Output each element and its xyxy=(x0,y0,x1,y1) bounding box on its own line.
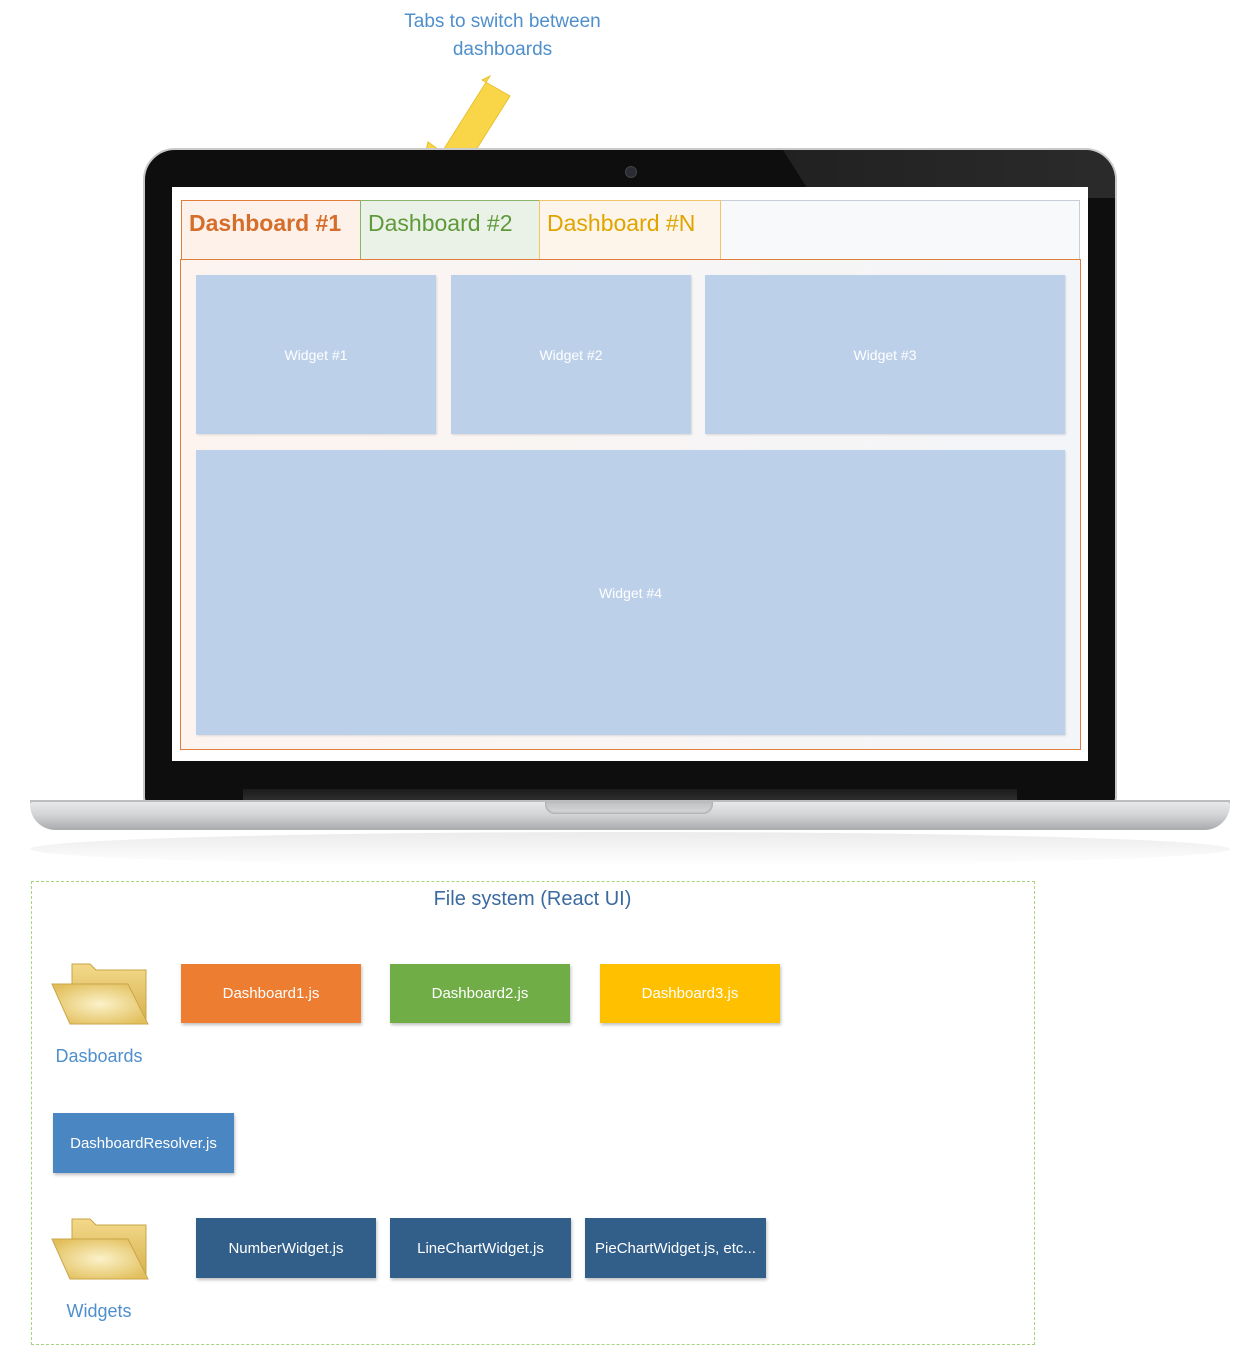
widget-label: Widget #3 xyxy=(853,346,917,363)
folder-icon xyxy=(51,1218,149,1280)
file-system-title: File system (React UI) xyxy=(433,888,632,910)
widget-2[interactable]: Widget #2 xyxy=(451,275,691,434)
folder-label-dashboards: Dasboards xyxy=(55,1046,143,1066)
folder-icon xyxy=(51,963,149,1025)
widget-1[interactable]: Widget #1 xyxy=(196,275,436,434)
laptop-shadow xyxy=(30,832,1230,866)
file-dashboard1[interactable]: Dashboard1.js xyxy=(181,964,361,1023)
widget-label: Widget #4 xyxy=(598,584,663,601)
annotation-line-2: dashboards xyxy=(452,39,553,60)
file-dashboard3[interactable]: Dashboard3.js xyxy=(600,964,780,1023)
laptop-hinge xyxy=(243,789,1017,801)
camera-icon xyxy=(625,166,637,178)
file-linechart-widget[interactable]: LineChartWidget.js xyxy=(390,1218,571,1278)
widget-3[interactable]: Widget #3 xyxy=(705,275,1065,434)
tab-dashboard-1[interactable]: Dashboard #1 xyxy=(181,200,361,260)
file-dashboard-resolver[interactable]: DashboardResolver.js xyxy=(53,1113,234,1173)
tab-dashboard-n[interactable]: Dashboard #N xyxy=(539,200,721,260)
file-piechart-widget[interactable]: PieChartWidget.js, etc... xyxy=(585,1218,766,1278)
widget-label: Widget #2 xyxy=(539,346,603,363)
folder-label-widgets: Widgets xyxy=(66,1301,132,1321)
tab-dashboard-2[interactable]: Dashboard #2 xyxy=(360,200,540,260)
file-system-container xyxy=(31,881,1035,1345)
laptop-opening-notch xyxy=(545,802,713,814)
file-number-widget[interactable]: NumberWidget.js xyxy=(196,1218,376,1278)
annotation-line-1: Tabs to switch between xyxy=(404,11,601,32)
annotation-callout: Tabs to switch between dashboards xyxy=(360,8,645,64)
widget-label: Widget #1 xyxy=(284,346,348,363)
file-dashboard2[interactable]: Dashboard2.js xyxy=(390,964,570,1023)
widget-4[interactable]: Widget #4 xyxy=(196,450,1065,735)
